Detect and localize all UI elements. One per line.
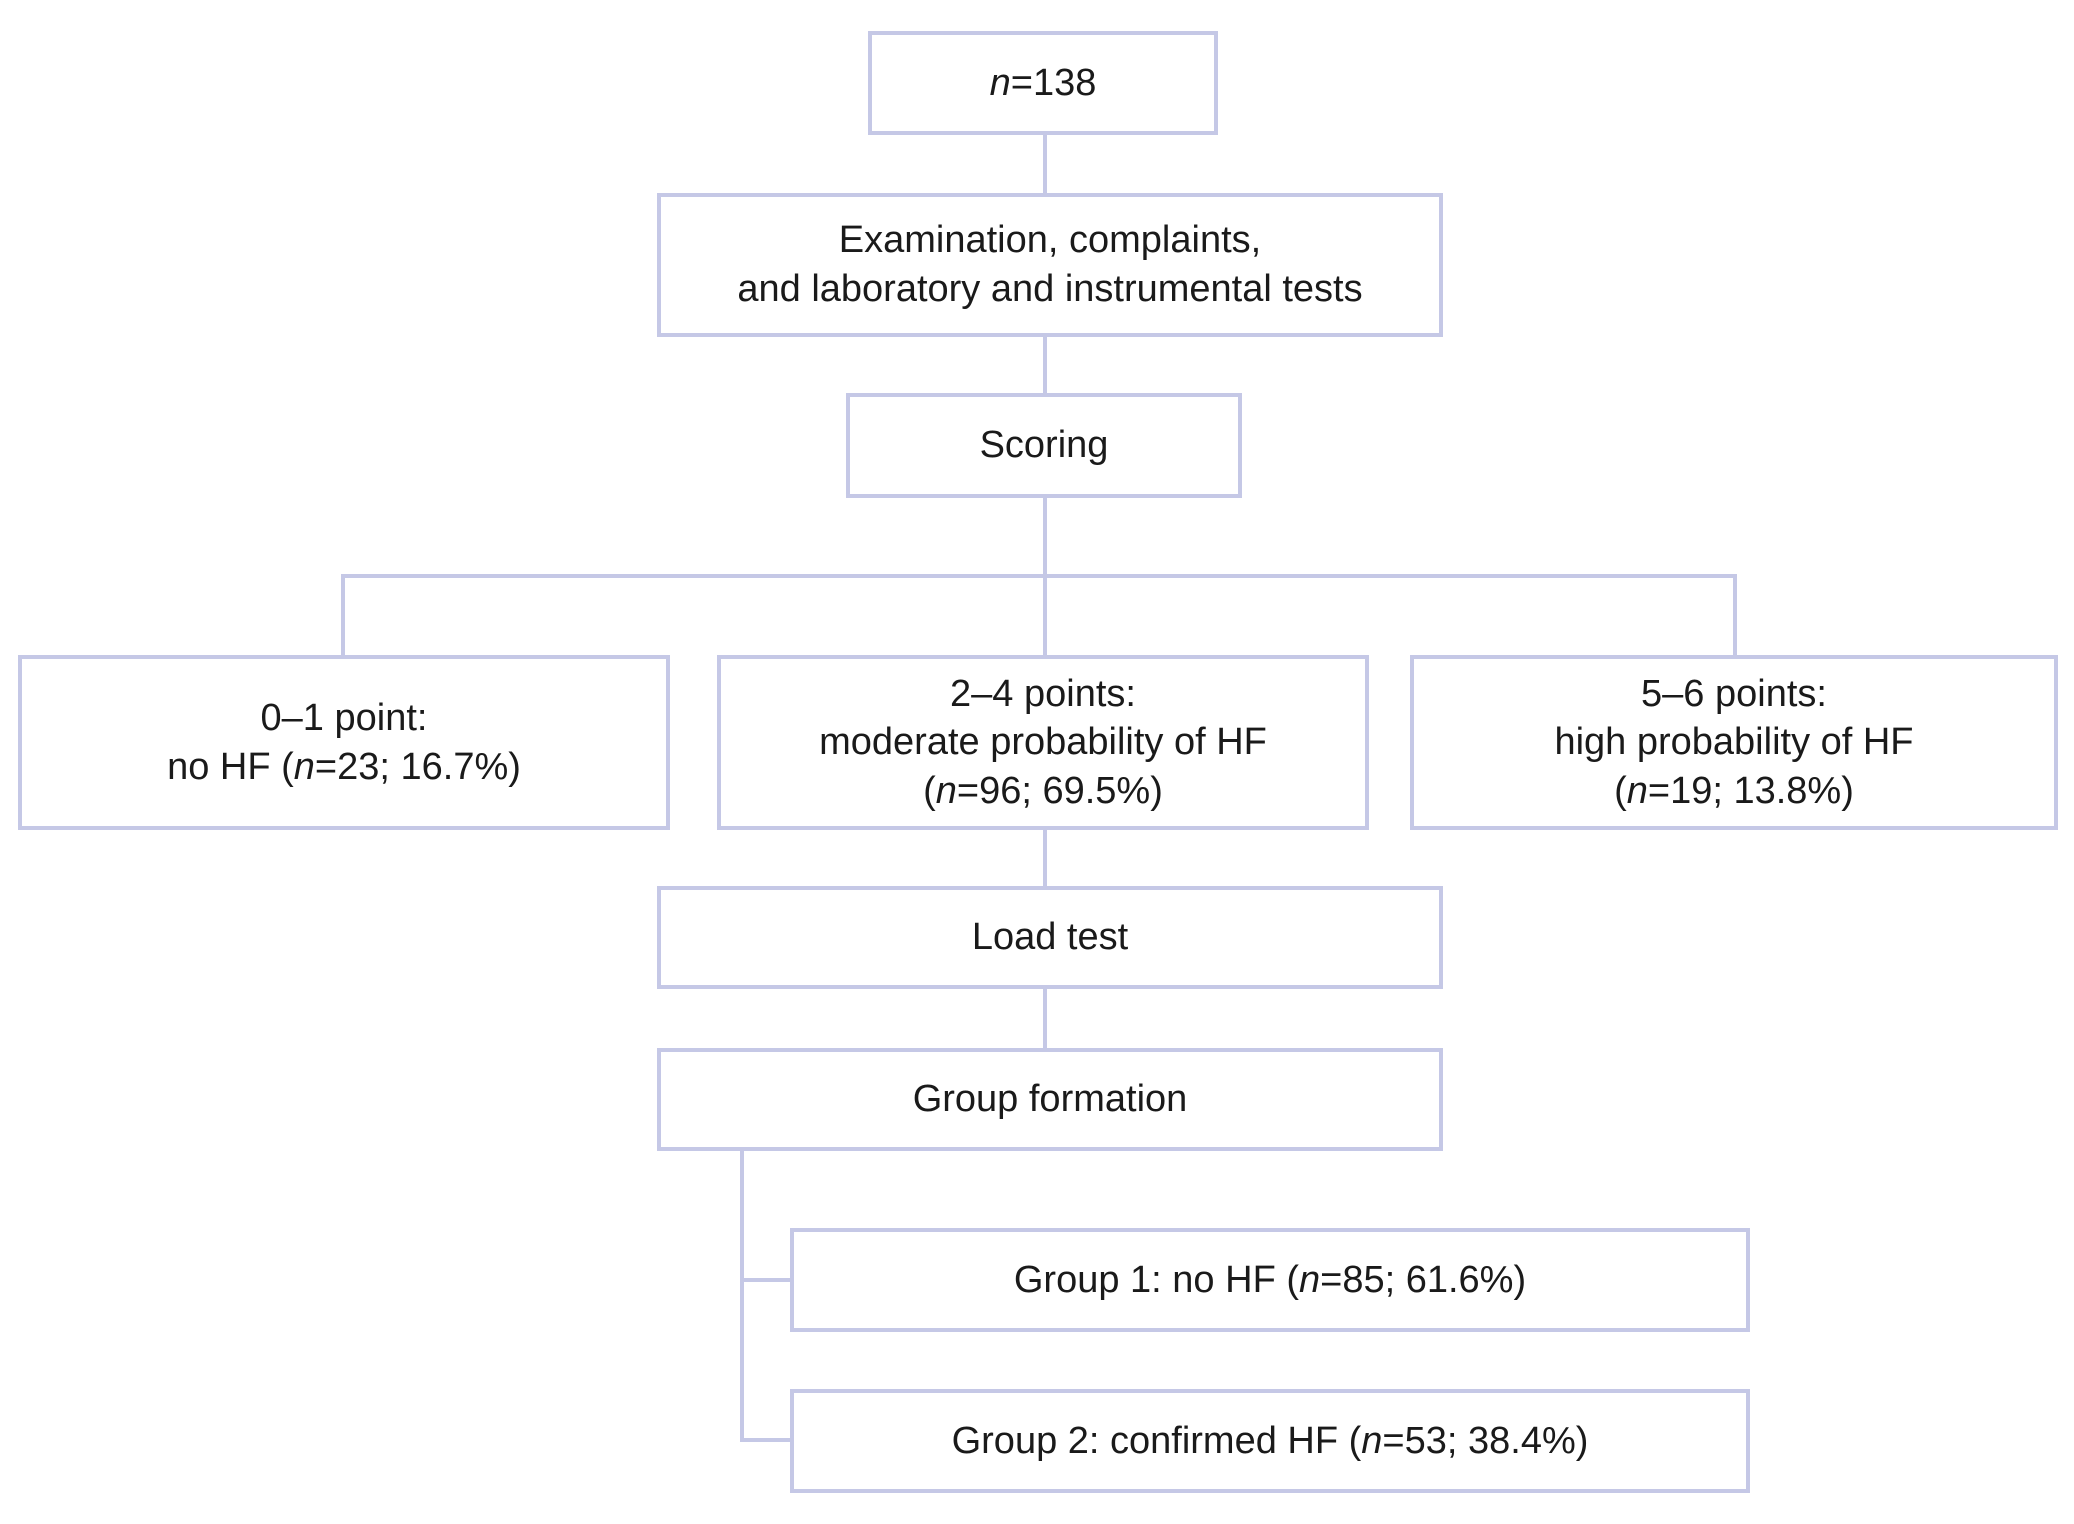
node-score-2-4[interactable]: 2–4 points:moderate probability of HF(n=…: [717, 655, 1369, 830]
node-total-patients[interactable]: n=138: [868, 31, 1218, 135]
node-group-formation[interactable]: Group formation: [657, 1048, 1443, 1151]
connector-scoring-to-branchbar: [1043, 494, 1047, 578]
connector-stub-group1: [740, 1278, 792, 1282]
node-group-1-label: Group 1: no HF (n=85; 61.6%): [1013, 1258, 1527, 1301]
node-examination-label: Examination, complaints, and laboratory …: [737, 219, 1363, 310]
node-examination[interactable]: Examination, complaints, and laboratory …: [657, 193, 1443, 337]
node-group-2[interactable]: Group 2: confirmed HF (n=53; 38.4%): [790, 1389, 1750, 1493]
connector-stub-group2: [740, 1438, 792, 1442]
connector-loadtest-to-groupformation: [1043, 985, 1047, 1050]
node-group-formation-label: Group formation: [912, 1078, 1188, 1121]
node-scoring[interactable]: Scoring: [846, 393, 1242, 498]
connector-examination-to-scoring: [1043, 333, 1047, 396]
node-group-2-label: Group 2: confirmed HF (n=53; 38.4%): [951, 1419, 1589, 1462]
node-score-2-4-label: 2–4 points:moderate probability of HF(n=…: [819, 672, 1267, 812]
connector-branch-middle-drop: [1043, 574, 1047, 657]
node-score-5-6-label: 5–6 points:high probability of HF(n=19; …: [1554, 672, 1914, 812]
node-load-test[interactable]: Load test: [657, 886, 1443, 989]
node-scoring-label: Scoring: [979, 424, 1109, 467]
node-total-patients-label: n=138: [989, 61, 1097, 104]
connector-scoremid-to-loadtest: [1043, 826, 1047, 888]
connector-branch-bar: [341, 574, 1737, 578]
node-load-test-label: Load test: [971, 916, 1129, 959]
connector-branch-right-drop: [1733, 574, 1737, 657]
connector-groupformation-spine: [740, 1149, 744, 1442]
connector-total-to-examination: [1043, 131, 1047, 197]
node-score-0-1[interactable]: 0–1 point:no HF (n=23; 16.7%): [18, 655, 670, 830]
node-score-5-6[interactable]: 5–6 points:high probability of HF(n=19; …: [1410, 655, 2058, 830]
connector-branch-left-drop: [341, 574, 345, 657]
node-group-1[interactable]: Group 1: no HF (n=85; 61.6%): [790, 1228, 1750, 1332]
node-score-0-1-label: 0–1 point:no HF (n=23; 16.7%): [167, 696, 521, 788]
